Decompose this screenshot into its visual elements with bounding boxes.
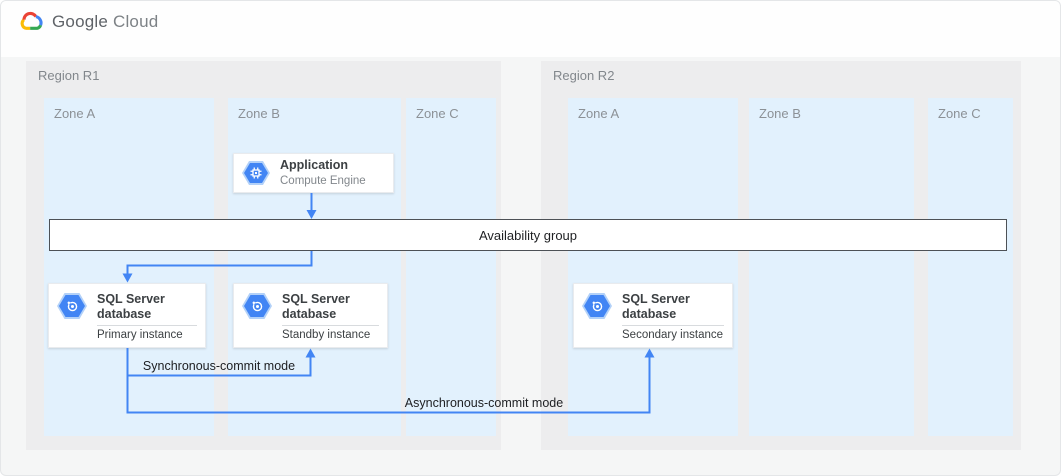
header-strip [1,1,1060,57]
region-r2-zone-c: Zone C [928,98,1013,436]
region-r1-zone-a: Zone A [44,98,214,436]
region-r2-zone-b: Zone B [749,98,914,436]
google-cloud-logo-icon [20,11,43,30]
zone-label: Zone A [54,106,96,121]
region-r1-zone-b: Zone B [228,98,401,436]
application-title: Application [280,158,349,172]
availability-group-bar: Availability group [49,219,1007,251]
sql-server-icon [242,293,272,319]
zone-label: Zone C [416,106,459,121]
google-cloud-logo: Google Cloud [19,11,158,32]
divider [622,325,724,326]
logo-word-google: Google [52,11,109,31]
async-commit-mode-label: Asynchronous-commit mode [404,396,564,410]
region-r1-label: Region R1 [38,68,100,83]
zone-label: Zone A [578,106,620,121]
zone-label: Zone C [938,106,981,121]
region-r2-zone-a: Zone A [568,98,738,436]
region-r1-zone-c: Zone C [406,98,496,436]
divider [97,325,197,326]
sql-primary-title: SQL Server database [97,292,165,321]
sql-standby-instance-label: Standby instance [282,329,371,341]
zone-label: Zone B [759,106,801,121]
region-r2-label: Region R2 [553,68,615,83]
application-subtitle: Compute Engine [280,175,366,187]
sql-secondary-node: SQL Server database Secondary instance [573,283,733,348]
sql-server-icon [582,293,612,319]
sql-standby-title: SQL Server database [282,292,350,321]
application-node: Application Compute Engine [233,153,394,193]
sql-secondary-title: SQL Server database [622,292,690,321]
sql-secondary-instance-label: Secondary instance [622,329,724,341]
logo-word-cloud: Cloud [112,11,159,31]
sql-primary-instance-label: Primary instance [97,329,183,341]
sql-standby-node: SQL Server database Standby instance [233,283,388,348]
sql-primary-node: SQL Server database Primary instance [48,283,206,348]
compute-engine-icon [242,161,270,185]
zone-label: Zone B [238,106,280,121]
availability-group-label: Availability group [478,227,578,243]
divider [282,325,379,326]
sql-server-icon [57,293,87,319]
sync-commit-mode-label: Synchronous-commit mode [142,359,296,373]
google-cloud-wordmark: Google Cloud [52,12,158,32]
